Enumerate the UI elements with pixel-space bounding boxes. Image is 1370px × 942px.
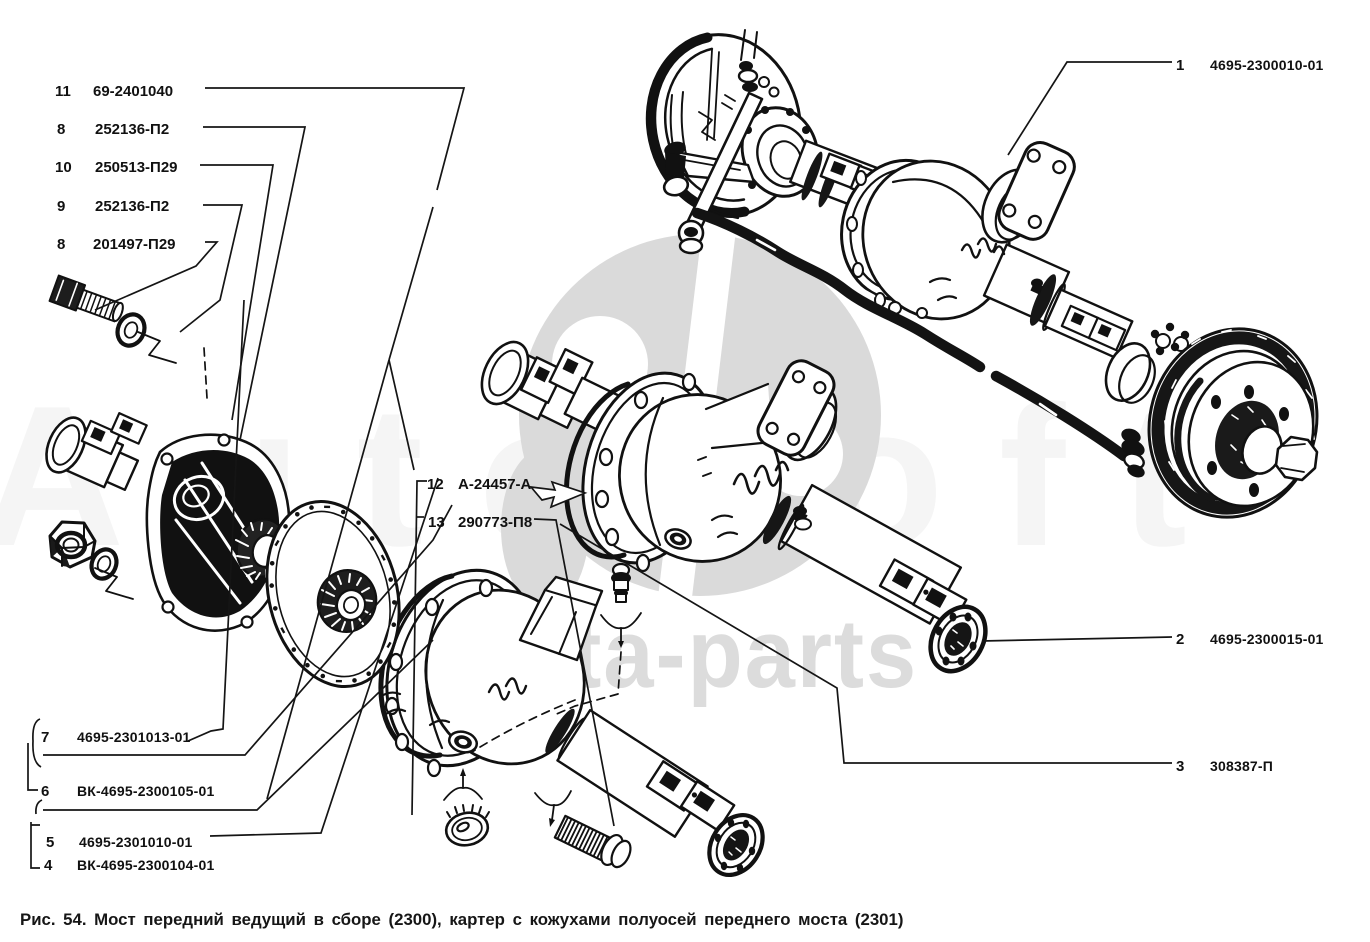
- svg-text:308387-П: 308387-П: [1210, 758, 1273, 774]
- svg-text:4: 4: [44, 857, 53, 874]
- svg-text:250513-П29: 250513-П29: [95, 159, 178, 176]
- svg-text:3: 3: [1176, 758, 1184, 775]
- svg-text:А-24457-А: А-24457-А: [458, 476, 532, 493]
- svg-text:1: 1: [1176, 57, 1184, 74]
- svg-text:5: 5: [46, 834, 54, 851]
- svg-text:ВК-4695-2300105-01: ВК-4695-2300105-01: [77, 783, 214, 799]
- svg-text:4695-2301013-01: 4695-2301013-01: [77, 729, 191, 745]
- svg-text:6: 6: [41, 783, 49, 800]
- svg-text:290773-П8: 290773-П8: [458, 514, 532, 531]
- svg-text:4695-2301010-01: 4695-2301010-01: [79, 834, 193, 850]
- svg-text:252136-П2: 252136-П2: [95, 198, 169, 215]
- svg-text:12: 12: [427, 476, 444, 493]
- svg-text:11: 11: [55, 83, 71, 100]
- svg-text:Рис. 54. Мост передний ведущий: Рис. 54. Мост передний ведущий в сборе (…: [20, 910, 903, 929]
- svg-text:10: 10: [55, 159, 72, 176]
- svg-text:7: 7: [41, 729, 49, 746]
- svg-text:8: 8: [57, 121, 65, 138]
- svg-text:9: 9: [57, 198, 65, 215]
- svg-text:13: 13: [428, 514, 445, 531]
- svg-text:4695-2300010-01: 4695-2300010-01: [1210, 57, 1324, 73]
- svg-text:8: 8: [57, 236, 65, 253]
- svg-text:2: 2: [1176, 631, 1184, 648]
- svg-text:4695-2300015-01: 4695-2300015-01: [1210, 631, 1324, 647]
- svg-text:201497-П29: 201497-П29: [93, 236, 176, 253]
- svg-text:252136-П2: 252136-П2: [95, 121, 169, 138]
- svg-text:69-2401040: 69-2401040: [93, 83, 173, 100]
- svg-text:ВК-4695-2300104-01: ВК-4695-2300104-01: [77, 857, 214, 873]
